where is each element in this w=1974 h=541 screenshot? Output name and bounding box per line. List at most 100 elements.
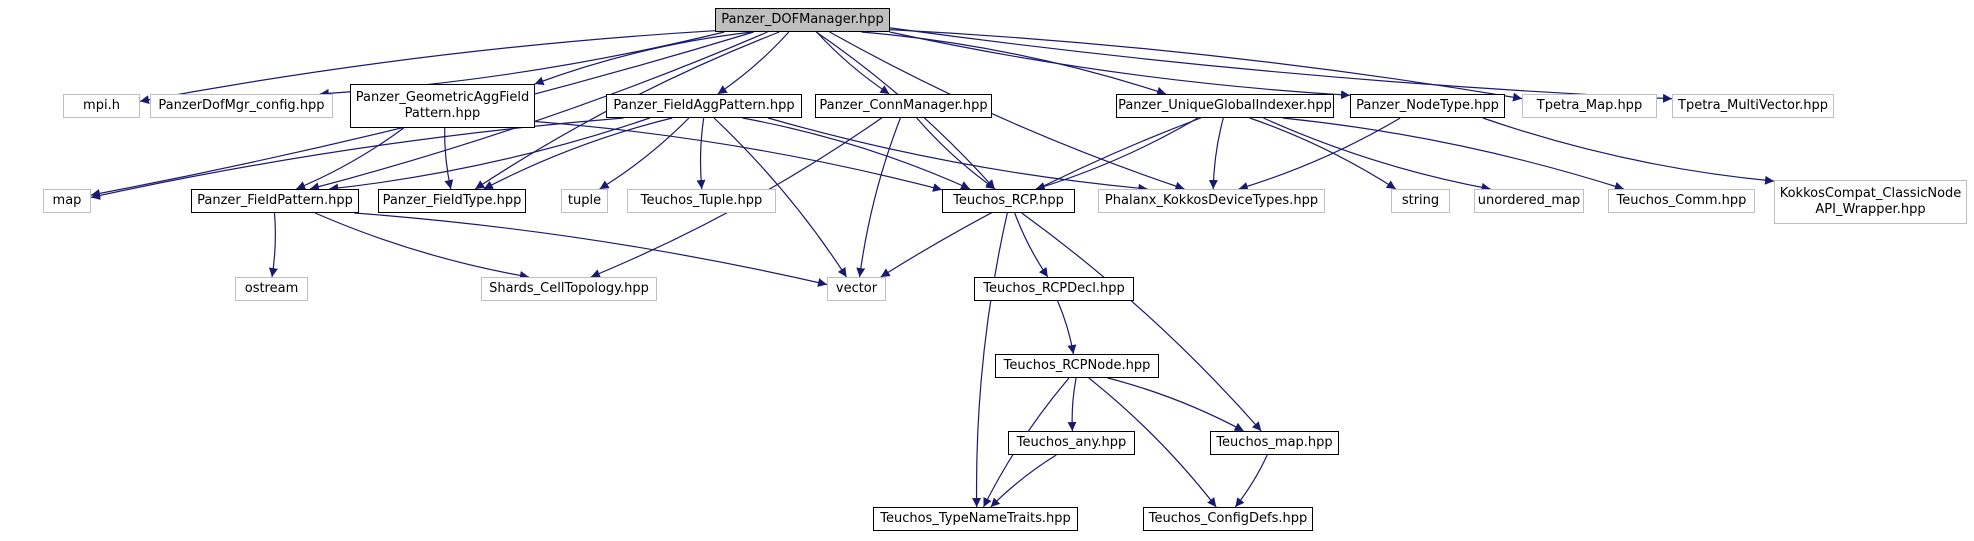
edge-dofmanager-to-tpetramv: [889, 27, 1673, 103]
node-teuchos-rcpnode[interactable]: Teuchos_RCPNode.hpp: [995, 354, 1159, 378]
node-teuchos-tuple: Teuchos_Tuple.hpp: [627, 189, 776, 213]
node-teuchos-rcp[interactable]: Teuchos_RCP.hpp: [942, 189, 1075, 213]
edge-nodetype-to-phalanx: [1238, 117, 1401, 191]
node-field-type[interactable]: Panzer_FieldType.hpp: [378, 189, 526, 213]
node-label: string: [1401, 193, 1440, 208]
node-label: vector: [835, 281, 878, 296]
edge-fieldagg-to-fieldtype: [483, 117, 673, 190]
node-teuchos-comm: Teuchos_Comm.hpp: [1608, 189, 1755, 213]
edge-fieldpattern-to-vector: [354, 212, 828, 287]
edge-fieldagg-to-fieldpattern: [329, 117, 650, 193]
edge-any-to-typenametraits: [990, 454, 1057, 508]
node-label: Tpetra_MultiVector.hpp: [1678, 98, 1828, 113]
edge-dofmanager-to-geometric: [534, 31, 753, 86]
edge-connmanager-to-rcp: [916, 117, 996, 190]
node-label: Teuchos_ConfigDefs.hpp: [1148, 511, 1308, 526]
edge-uniqueglobal-to-rcp: [1035, 117, 1199, 191]
edge-dofmanager-to-fieldagg: [717, 31, 790, 95]
edge-tmap-to-configdefs: [1234, 454, 1268, 508]
node-dofmgr-config: PanzerDofMgr_config.hpp: [150, 94, 333, 118]
node-tpetra-multivector: Tpetra_MultiVector.hpp: [1672, 94, 1834, 118]
node-label: Teuchos_any.hpp: [1016, 435, 1127, 450]
node-label: Panzer_DOFManager.hpp: [721, 12, 884, 27]
node-label: Panzer_FieldPattern.hpp: [197, 193, 353, 208]
edge-dofmanager-to-fieldpattern: [309, 31, 768, 192]
node-teuchos-config-defs[interactable]: Teuchos_ConfigDefs.hpp: [1143, 507, 1313, 531]
edge-fieldagg-to-rcp: [742, 117, 971, 190]
node-label: Teuchos_Tuple.hpp: [640, 193, 763, 208]
node-label: Teuchos_RCPDecl.hpp: [983, 281, 1125, 296]
node-teuchos-rcpdecl[interactable]: Teuchos_RCPDecl.hpp: [974, 277, 1134, 301]
edge-rcpdecl-to-rcpnode: [1057, 300, 1077, 355]
edge-rcp-to-rcpdecl: [1014, 212, 1049, 278]
edge-uniqueglobal-to-string: [1249, 117, 1397, 190]
edge-fieldagg-to-map: [90, 117, 624, 200]
node-label: Panzer_UniqueGlobalIndexer.hpp: [1118, 98, 1332, 113]
node-label: unordered_map: [1477, 193, 1581, 208]
edge-fieldagg-to-vector: [713, 117, 848, 278]
node-field-agg-pattern[interactable]: Panzer_FieldAggPattern.hpp: [606, 94, 802, 118]
node-string: string: [1391, 189, 1450, 213]
node-teuchos-map[interactable]: Teuchos_map.hpp: [1210, 431, 1339, 455]
node-label: Teuchos_RCPNode.hpp: [1003, 358, 1151, 373]
node-kokkoscompat-classicnode-api-wrapper: KokkosCompat_ClassicNode API_Wrapper.hpp: [1774, 180, 1967, 224]
node-label: ostream: [244, 281, 299, 296]
edge-uniqueglobal-to-phalanx: [1208, 117, 1224, 190]
node-unordered-map: unordered_map: [1474, 189, 1584, 213]
node-label: mpi.h: [83, 98, 120, 113]
node-label: Teuchos_RCP.hpp: [953, 193, 1064, 208]
edge-rcpnode-to-configdefs: [1088, 377, 1217, 508]
edge-uniqueglobal-to-unorderedmap: [1263, 117, 1491, 192]
node-mpi-h: mpi.h: [63, 94, 140, 118]
node-label: Tpetra_Map.hpp: [1536, 98, 1643, 113]
node-map: map: [43, 189, 91, 213]
node-shards-cell-topology: Shards_CellTopology.hpp: [481, 277, 657, 301]
node-label: Teuchos_Comm.hpp: [1616, 193, 1747, 208]
node-tpetra-map: Tpetra_Map.hpp: [1522, 94, 1657, 118]
node-label: tuple: [567, 193, 602, 208]
edge-rcp-to-tmap: [1021, 212, 1262, 432]
node-dofmanager[interactable]: Panzer_DOFManager.hpp: [715, 8, 890, 32]
node-teuchos-any[interactable]: Teuchos_any.hpp: [1008, 431, 1135, 455]
edge-fieldpattern-to-shards: [314, 212, 530, 280]
node-conn-manager[interactable]: Panzer_ConnManager.hpp: [815, 94, 992, 118]
edge-connmanager-to-vector: [856, 117, 901, 278]
node-label: Panzer_NodeType.hpp: [1356, 98, 1499, 113]
edge-geometric-to-fieldpattern: [295, 127, 405, 190]
node-label: Phalanx_KokkosDeviceTypes.hpp: [1104, 193, 1319, 208]
node-label: KokkosCompat_ClassicNode API_Wrapper.hpp: [1779, 186, 1962, 217]
node-teuchos-type-name-traits[interactable]: Teuchos_TypeNameTraits.hpp: [873, 507, 1078, 531]
node-label: Teuchos_map.hpp: [1216, 435, 1333, 450]
edge-fieldagg-to-phalanx: [767, 117, 1148, 193]
node-ostream: ostream: [235, 277, 308, 301]
node-label: Panzer_GeometricAggField Pattern.hpp: [355, 90, 530, 121]
node-label: Panzer_ConnManager.hpp: [819, 98, 988, 113]
edge-dofmanager-to-uniqueglobal: [861, 31, 1167, 96]
node-label: PanzerDofMgr_config.hpp: [158, 98, 325, 113]
edge-dofmanager-to-connmanager: [816, 31, 890, 95]
edge-nodetype-to-kokkoscompat: [1482, 117, 1775, 185]
edge-fieldagg-to-teuchostuple: [696, 117, 706, 190]
edge-rcp-to-typenametraits: [972, 212, 1008, 508]
node-unique-global-indexer[interactable]: Panzer_UniqueGlobalIndexer.hpp: [1116, 94, 1334, 118]
node-label: Teuchos_TypeNameTraits.hpp: [880, 511, 1071, 526]
node-geometric-agg-field-pattern[interactable]: Panzer_GeometricAggField Pattern.hpp: [350, 84, 535, 128]
edge-dofmanager-to-nodetype: [889, 31, 1351, 100]
edge-geometric-to-fieldtype: [444, 127, 454, 190]
edge-rcpnode-to-tmap: [1107, 377, 1244, 432]
edge-fieldagg-to-tuple: [599, 117, 690, 190]
node-tuple: tuple: [561, 189, 608, 213]
edge-rcpnode-to-any: [1067, 377, 1077, 432]
node-vector: vector: [827, 277, 886, 301]
node-label: Shards_CellTopology.hpp: [489, 281, 649, 296]
edge-fieldpattern-to-ostream: [268, 212, 278, 278]
edge-uniqueglobal-to-comm: [1282, 117, 1624, 191]
node-label: map: [52, 193, 82, 208]
edge-dofmanager-to-mpih: [139, 30, 716, 105]
node-label: Panzer_FieldType.hpp: [382, 193, 522, 208]
edge-dofmanager-to-phalanx: [829, 31, 1185, 191]
node-field-pattern[interactable]: Panzer_FieldPattern.hpp: [191, 189, 359, 213]
node-label: Panzer_FieldAggPattern.hpp: [613, 98, 795, 113]
edge-geometric-to-rcp: [534, 120, 943, 192]
node-node-type[interactable]: Panzer_NodeType.hpp: [1350, 94, 1505, 118]
